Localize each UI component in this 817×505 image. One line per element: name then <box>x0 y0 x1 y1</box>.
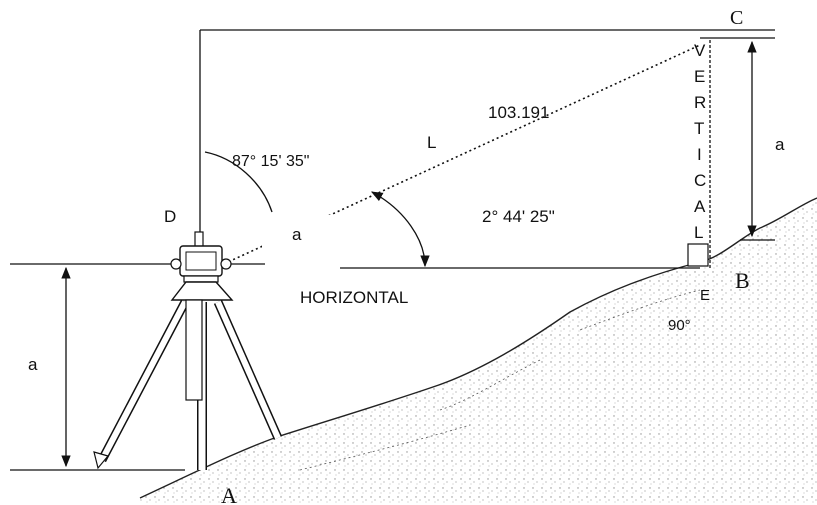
label-point-c: C <box>730 7 743 29</box>
slope-line-gap <box>262 215 340 255</box>
slope-line <box>214 44 701 269</box>
label-slope-line: L <box>427 133 436 152</box>
label-a-right: a <box>775 135 785 154</box>
label-a-instrument: a <box>292 225 302 244</box>
zenith-angle-arc <box>204 151 273 213</box>
total-station-icon <box>170 231 234 301</box>
vertical-letter: L <box>694 223 703 242</box>
label-a-left: a <box>28 355 38 374</box>
vertical-letter: E <box>694 67 705 86</box>
label-point-a: A <box>221 483 237 505</box>
vertical-letter: A <box>694 197 706 216</box>
vertical-letter: T <box>694 119 704 138</box>
label-point-d: D <box>164 207 176 226</box>
vertical-angle-arc <box>370 191 430 268</box>
label-vertical-stack: V E R T I C A L <box>694 41 706 242</box>
label-vertical-angle: 2° 44' 25" <box>482 207 555 226</box>
label-slope-distance: 103.191 <box>488 103 549 122</box>
label-zenith-angle: 87° 15' 35" <box>232 153 309 170</box>
tripod-icon <box>93 299 283 470</box>
vertical-letter: C <box>694 171 706 190</box>
vertical-letter: R <box>694 93 706 112</box>
label-horizontal: HORIZONTAL <box>300 288 408 307</box>
vertical-letter: I <box>697 145 702 164</box>
label-point-b: B <box>735 268 750 293</box>
label-point-e: E <box>700 287 710 304</box>
vertical-letter: V <box>694 41 706 60</box>
label-right-angle: 90° <box>668 317 691 334</box>
right-angle-box <box>687 243 709 267</box>
